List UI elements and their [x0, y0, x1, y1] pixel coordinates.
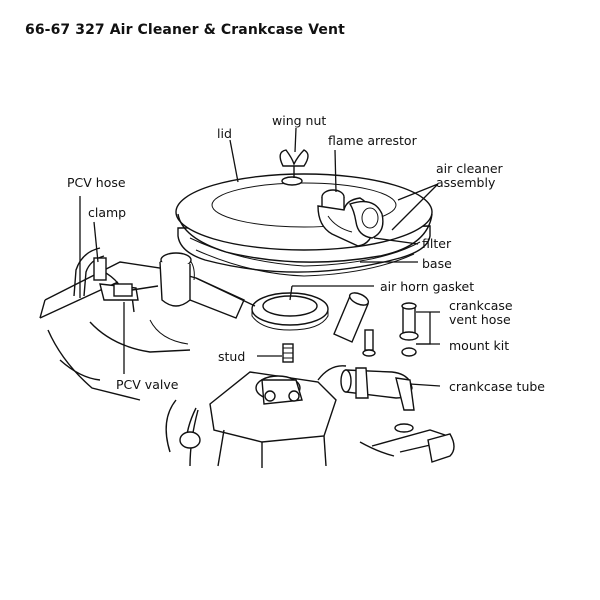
diagram-title: 66-67 327 Air Cleaner & Crankcase Vent	[25, 22, 345, 38]
crankcase-tube	[340, 367, 415, 411]
label-lid: lid	[217, 126, 232, 141]
pcv-hose	[73, 247, 159, 301]
label-pcv-hose: PCV hose	[67, 175, 126, 190]
label-mount-kit: mount kit	[449, 338, 510, 353]
air-cleaner-assembly	[175, 173, 433, 277]
engine-outline	[39, 252, 256, 401]
leader-lines	[79, 127, 441, 387]
label-flame-arrestor: flame arrestor	[328, 133, 417, 148]
label-pcv-valve: PCV valve	[116, 377, 179, 392]
label-base: base	[422, 256, 452, 271]
air-horn-gasket	[251, 292, 329, 331]
label-clamp: clamp	[88, 205, 127, 220]
carburetor	[189, 365, 347, 468]
label-air-cleaner-line1: air cleaner	[436, 161, 503, 176]
flame-arrestor	[317, 189, 384, 247]
crankcase-vent-hose	[333, 292, 370, 343]
label-air-cleaner-line2: assembly	[436, 175, 496, 190]
label-filter: filter	[422, 236, 452, 251]
mount-kit	[362, 302, 419, 433]
stud	[282, 343, 294, 363]
label-crankcase-tube: crankcase tube	[449, 379, 545, 394]
label-crankcase-vent-line2: vent hose	[449, 312, 511, 327]
engine-right	[165, 399, 455, 463]
label-stud: stud	[218, 349, 246, 364]
wing-nut	[279, 149, 309, 178]
label-wing-nut: wing nut	[272, 113, 327, 128]
label-crankcase-vent-line1: crankcase	[449, 298, 513, 313]
label-air-horn-gasket: air horn gasket	[380, 279, 475, 294]
